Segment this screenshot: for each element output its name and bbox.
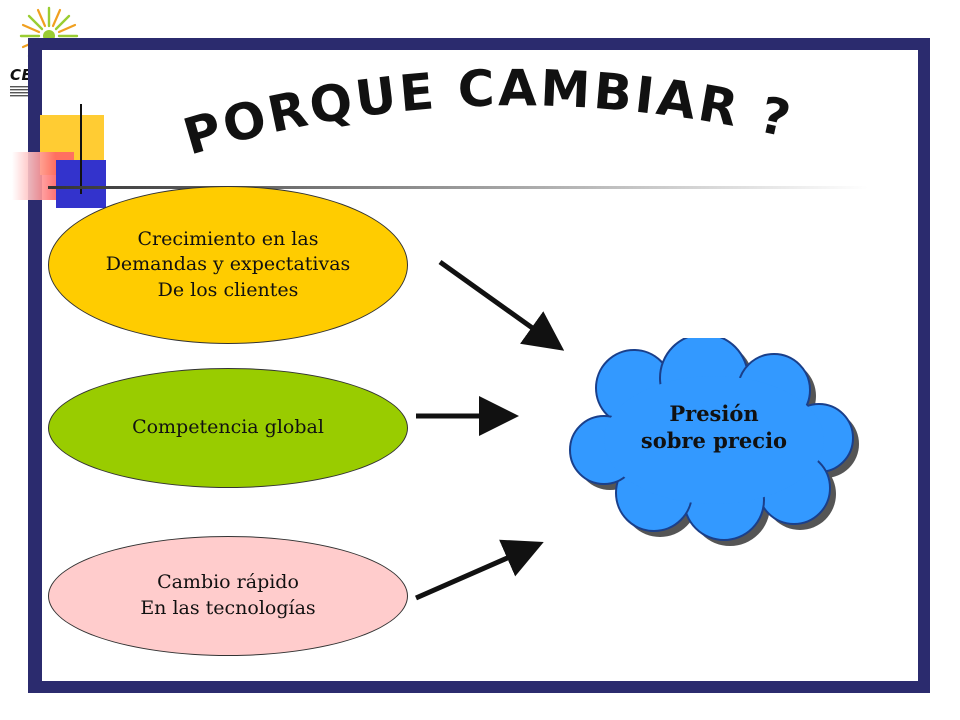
cause-ellipse-competencia: Competencia global <box>48 368 408 488</box>
cause-label: Crecimiento en las Demandas y expectativ… <box>105 227 351 301</box>
cause-label: Competencia global <box>132 416 324 439</box>
cloud-shape-icon <box>569 333 859 546</box>
title-arc: PORQUE CAMBIAR ? <box>177 60 795 166</box>
arrow-demandas-to-presion <box>438 259 565 351</box>
effect-cloud: Presión sobre precio <box>564 333 864 548</box>
effect-label: Presión sobre precio <box>640 401 788 454</box>
cause-label: Cambio rápido En las tecnologías <box>140 571 316 619</box>
cause-ellipse-demandas: Crecimiento en las Demandas y expectativ… <box>48 186 408 344</box>
deco-vertical-line <box>80 104 82 194</box>
cause-ellipse-tecnologias: Cambio rápido En las tecnologías <box>48 536 408 656</box>
deco-horizontal-line <box>48 186 868 189</box>
arrow-tecnologias-to-presion <box>414 539 544 601</box>
